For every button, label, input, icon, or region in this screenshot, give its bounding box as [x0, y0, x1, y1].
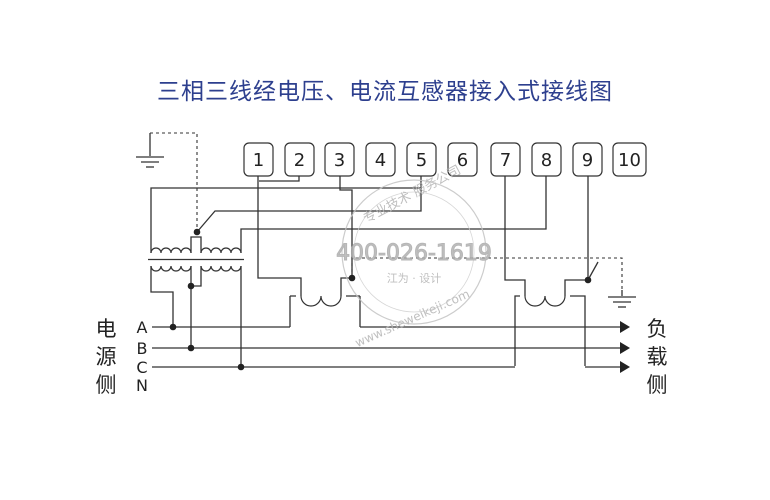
junction-dot — [348, 274, 356, 282]
terminal-8-label: 8 — [541, 150, 552, 171]
terminal-2: 2 — [284, 142, 315, 177]
arrow-icon-b — [620, 342, 630, 354]
watermark-phone: 400-026-1619 — [336, 241, 492, 266]
svg-text:载: 载 — [647, 345, 668, 369]
phase-labels: A B C N — [136, 318, 148, 395]
svg-text:源: 源 — [96, 345, 117, 369]
terminal-7: 7 — [490, 142, 521, 177]
terminal-5-label: 5 — [416, 150, 427, 171]
vt1-secondary-right — [190, 236, 197, 253]
current-transformer-c — [524, 295, 566, 307]
vt2-primary-left — [191, 266, 202, 287]
svg-text:电: 电 — [96, 317, 117, 341]
terminal-2-label: 2 — [294, 150, 305, 171]
terminal-1: 1 — [243, 142, 274, 177]
junction-dot — [169, 323, 177, 331]
ct-a-primary-loop — [289, 296, 361, 327]
terminal-8: 8 — [531, 142, 562, 177]
terminal-1-to-ct-a — [257, 176, 302, 296]
voltage-transformer-1 — [150, 247, 192, 272]
ct-a-to-terminal-3 — [339, 176, 353, 296]
junction-dot — [187, 282, 195, 290]
ct-ground-switch — [587, 261, 599, 281]
ct-c-to-terminal-9 — [564, 176, 589, 296]
terminal-3: 3 — [324, 142, 355, 177]
svg-text:负: 负 — [647, 317, 668, 341]
terminal-5: 5 — [406, 142, 437, 177]
terminal-3-label: 3 — [334, 150, 345, 171]
junction-dot — [187, 344, 195, 352]
junction-dot — [584, 276, 592, 284]
current-transformer-a — [300, 295, 342, 307]
vt2-secondary-right-to-t8 — [240, 176, 547, 253]
voltage-transformer-2 — [200, 247, 242, 272]
svg-text:侧: 侧 — [647, 373, 668, 397]
terminal-7-to-ct-c — [504, 176, 526, 296]
vt-common-to-t5 — [196, 188, 422, 233]
ct-dashed-ground-link — [351, 257, 623, 290]
ground-dashed-lead-left — [150, 132, 198, 232]
arrow-icon-c — [620, 361, 630, 373]
junction-dot — [237, 363, 245, 371]
terminal-6: 6 — [447, 142, 478, 177]
terminal-6-label: 6 — [457, 150, 468, 171]
watermark-url: www.sheweikeji.com — [353, 287, 472, 350]
junction-dot — [193, 228, 201, 236]
watermark-middle-text: 江为 · 设计 — [387, 272, 442, 285]
vt2-secondary-left — [197, 236, 202, 253]
terminal-9: 9 — [572, 142, 603, 177]
vt1-secondary-left — [150, 176, 422, 253]
source-side-label: 电 源 侧 — [96, 317, 117, 397]
terminal-7-label: 7 — [500, 150, 511, 171]
page-title: 三相三线经电压、电流互感器接入式接线图 — [157, 79, 613, 105]
terminal-4: 4 — [365, 142, 396, 177]
phase-label-c: C — [136, 358, 147, 377]
terminal-9-label: 9 — [582, 150, 593, 171]
vt1-primary-left-to-a — [150, 266, 174, 327]
phase-label-b: B — [137, 339, 148, 358]
terminal-2-lead — [259, 176, 300, 182]
phase-label-n: N — [136, 376, 148, 395]
terminal-10-label: 10 — [618, 150, 641, 171]
terminal-4-label: 4 — [375, 150, 386, 171]
ct-c-primary-loop — [514, 295, 586, 366]
terminal-1-label: 1 — [253, 150, 264, 171]
phase-label-a: A — [137, 318, 148, 337]
svg-text:侧: 侧 — [96, 373, 117, 397]
ground-symbol-right — [608, 290, 636, 308]
ground-symbol-left — [136, 133, 164, 168]
arrow-icon-a — [620, 321, 630, 333]
load-side-label: 负 载 侧 — [647, 317, 668, 397]
terminal-10: 10 — [612, 142, 647, 177]
